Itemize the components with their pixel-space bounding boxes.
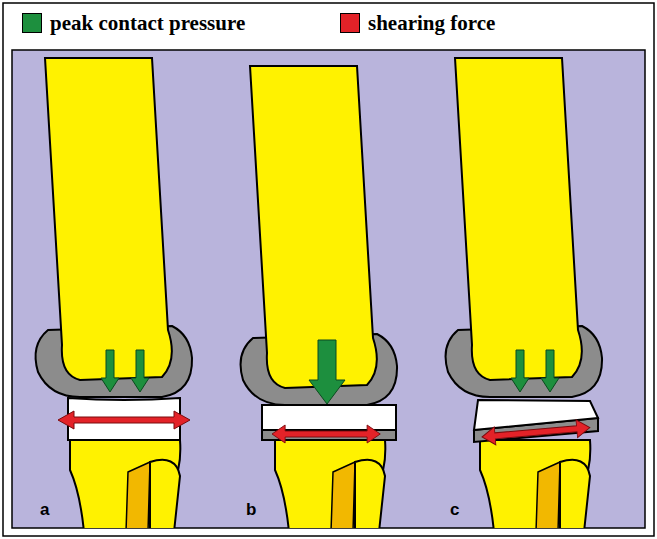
legend-text: peak contact pressure	[50, 11, 245, 35]
panel-letter: b	[246, 500, 256, 520]
panel-letter: c	[450, 500, 459, 520]
panel-letter: a	[40, 500, 49, 520]
legend-swatch	[340, 13, 360, 33]
legend-text: shearing force	[368, 11, 495, 35]
legend-swatch	[22, 13, 42, 33]
